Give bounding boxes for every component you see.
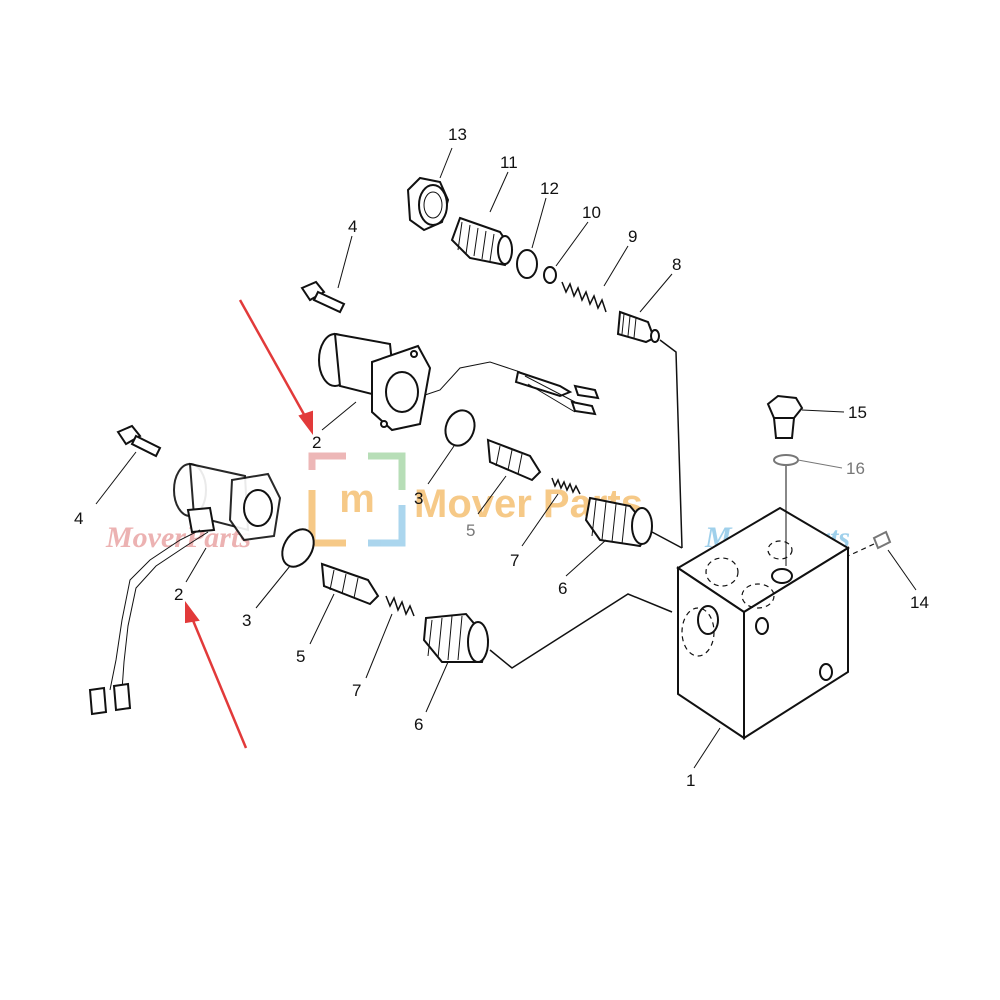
part-2-solenoid-lower (88, 462, 282, 716)
label-3-upper: 3 (414, 489, 423, 508)
label-2-upper: 2 (312, 433, 321, 452)
label-12: 12 (540, 179, 559, 198)
watermark-left: MoverParts (105, 521, 251, 554)
part-7-spring-lower (385, 595, 415, 617)
part-9-spring (561, 281, 607, 313)
part-6-spool-upper (584, 496, 653, 548)
label-1: 1 (686, 771, 695, 790)
part-11-coil (450, 216, 514, 267)
part-12-o-ring (516, 249, 538, 279)
arrow-upper-solenoid (238, 299, 313, 435)
part-8-plunger (616, 310, 660, 344)
label-13: 13 (448, 125, 467, 144)
label-11: 11 (500, 153, 518, 172)
connector-line-6-lower (489, 593, 673, 669)
part-2-solenoid-upper (318, 332, 600, 432)
connector-line-6-upper (651, 531, 683, 549)
part-3-o-ring-upper (444, 409, 476, 447)
part-4-bolt-lower (116, 424, 162, 458)
part-10-washer (543, 266, 557, 284)
part-13-nut (406, 176, 450, 232)
label-16: 16 (846, 459, 865, 478)
label-8: 8 (672, 255, 681, 274)
connector-line-8 (659, 339, 683, 549)
part-4-bolt-upper (300, 280, 346, 314)
connector-line-14 (847, 543, 875, 557)
label-3-lower: 3 (242, 611, 251, 630)
label-7-upper: 7 (510, 551, 519, 570)
part-16-o-ring (773, 454, 799, 466)
part-14-fitting (872, 530, 892, 550)
label-6-upper: 6 (558, 579, 567, 598)
part-5-valve-upper (486, 438, 542, 482)
label-4-lower: 4 (74, 509, 83, 528)
watermark-logo: m (308, 452, 406, 547)
label-7-lower: 7 (352, 681, 361, 700)
label-10: 10 (582, 203, 601, 222)
label-6-lower: 6 (414, 715, 423, 734)
watermark-logo-letter: m (339, 477, 375, 521)
part-5-valve-lower (320, 562, 380, 606)
arrow-lower-solenoid (185, 601, 248, 749)
label-5-upper: 5 (466, 521, 475, 540)
part-3-o-ring-lower (281, 528, 315, 568)
label-2-lower: 2 (174, 585, 183, 604)
part-6-spool-lower (422, 612, 490, 663)
label-5-lower: 5 (296, 647, 305, 666)
label-9: 9 (628, 227, 637, 246)
leader-lines (95, 147, 917, 769)
part-7-spring-upper (551, 477, 581, 495)
label-14: 14 (910, 593, 929, 612)
label-4-upper: 4 (348, 217, 357, 236)
label-15: 15 (848, 403, 867, 422)
part-15-plug (766, 394, 804, 439)
part-1-valve-block (676, 506, 850, 740)
